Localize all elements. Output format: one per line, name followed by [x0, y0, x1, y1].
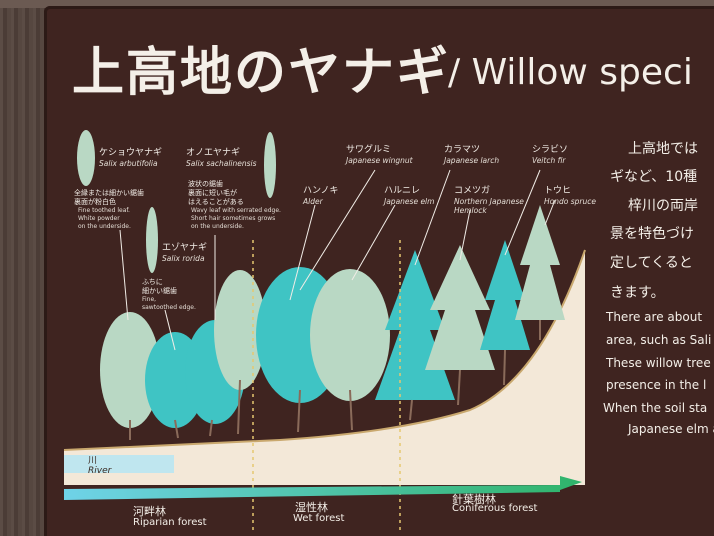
ground-slope	[64, 250, 585, 485]
leaf-note: 波状の鋸歯	[188, 180, 223, 188]
species-label-ja: サワグルミ	[346, 145, 392, 155]
river-label-ja: 川	[88, 456, 98, 466]
leaf-note: on the underside.	[78, 223, 131, 230]
species-label-ja: ハンノキ	[303, 186, 339, 196]
leaf-icon	[264, 132, 276, 198]
species-label-en: Japanese larch	[444, 156, 500, 165]
leaf-note: 裏面に短い毛が	[188, 189, 237, 197]
river-label-en: River	[88, 466, 112, 476]
zone-label-en: Coniferous forest	[452, 503, 538, 514]
tree-elm	[310, 269, 390, 401]
tree-salix-arbutifolia	[100, 312, 160, 428]
zone-label-ja: 河畔林	[133, 505, 166, 518]
species-label-latin: Salix arbutifolia	[99, 159, 158, 168]
leader-lines	[119, 169, 556, 351]
title-japanese: 上高地のヤナギ	[72, 43, 451, 103]
species-label-en: Japanese wingnut	[346, 156, 413, 165]
body-text-en: Japanese elm and	[628, 422, 714, 436]
tree-spruce	[515, 205, 565, 320]
body-text-ja: 定してくると	[610, 255, 693, 271]
leaf-note: はえることがある	[188, 198, 244, 206]
species-label-en: Japanese elm	[384, 197, 435, 206]
wooden-post	[0, 0, 44, 536]
zone-label-ja: 針葉樹林	[452, 493, 496, 506]
zone-label-en: Riparian forest	[133, 517, 207, 528]
species-label-ja: オノエヤナギ	[186, 148, 241, 158]
tree-trunks	[129, 379, 353, 440]
species-label-ja: ハルニレ	[384, 186, 421, 196]
species-label-en: Veitch fir	[532, 156, 566, 165]
leaf-note: ふちに	[142, 278, 163, 286]
leaf-note: Short hair sometimes grows	[191, 215, 276, 222]
species-label-ja: シラビソ	[532, 145, 569, 155]
body-text-ja: 梓川の両岸	[628, 198, 698, 214]
leaf-note: Fine toothed leaf.	[78, 207, 130, 214]
leaf-icon	[146, 207, 158, 273]
leaf-note: on the underside.	[191, 223, 244, 230]
succession-arrow	[64, 476, 582, 500]
body-text-en: area, such as Sali	[606, 333, 712, 347]
river-band	[64, 455, 174, 473]
body-text-en: When the soil sta	[603, 401, 708, 415]
body-text-en: There are about	[606, 310, 703, 324]
tree-veitch-fir	[480, 240, 530, 350]
leaf-note: 裏面が粉白色	[74, 198, 116, 206]
leaf-note: White powder	[78, 215, 120, 222]
title-english: / Willow speci	[448, 52, 693, 93]
species-label-latin: Salix sachalinensis	[186, 159, 257, 168]
species-label-ja: コメツガ	[454, 186, 491, 196]
leaf-note: Wavy leaf with serrated edge.	[191, 207, 281, 214]
conifer-trunks	[409, 320, 541, 421]
leaf-note: sawtoothed edge.	[142, 304, 196, 311]
leaf-note: Fine,	[142, 296, 157, 303]
species-label-en: Northern Japanese Hemlock	[454, 197, 524, 215]
body-text-ja: 景を特色づけ	[610, 226, 694, 242]
zone-label-ja: 湿性林	[295, 501, 328, 514]
leaf-note: 全縁または細かい鋸歯	[74, 189, 144, 197]
species-label-en: Hondo spruce	[544, 197, 596, 206]
body-text-ja: ギなど、10種	[610, 169, 698, 185]
body-text-ja: 上高地では	[628, 141, 698, 157]
leaf-note: 細かい鋸歯	[142, 287, 177, 295]
body-text-en: These willow tree	[606, 356, 711, 370]
tree-hemlock	[425, 245, 495, 370]
species-label-ja: エゾヤナギ	[162, 243, 208, 253]
wood-frame-top	[0, 0, 714, 8]
species-label-ja: カラマツ	[444, 145, 481, 155]
zone-label-en: Wet forest	[293, 513, 345, 524]
species-label-en: Alder	[303, 197, 323, 206]
species-label-ja: トウヒ	[544, 186, 572, 196]
slope-line	[63, 249, 586, 451]
body-text-en: presence in the l	[606, 378, 707, 392]
leaf-icon	[77, 130, 95, 186]
body-text-ja: きます。	[610, 285, 665, 301]
species-label-ja: ケショウヤナギ	[99, 148, 163, 158]
species-label-latin: Salix rorida	[162, 254, 205, 263]
